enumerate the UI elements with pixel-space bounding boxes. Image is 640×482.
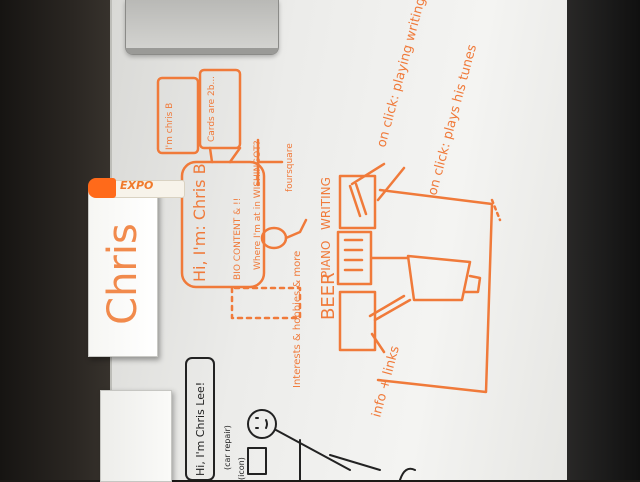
sketch-beer: BEER — [318, 272, 339, 320]
sketch-piano: PIANO — [319, 241, 333, 278]
info-card-one — [156, 76, 200, 155]
laptop-edge — [126, 48, 278, 54]
card-connector — [208, 146, 242, 164]
piano-keys — [343, 238, 364, 272]
black-tag: (icon) — [237, 457, 246, 480]
stick-face — [255, 417, 268, 429]
arrow-writing-two — [376, 166, 406, 202]
black-speech-bubble — [185, 357, 215, 480]
sketch-interests: Interests & hobbies & more — [292, 251, 303, 388]
laptop — [125, 0, 279, 55]
arrow-to-mug — [368, 294, 412, 322]
sketch-writing: WRITING — [319, 177, 333, 230]
stick-body — [275, 429, 381, 480]
black-icon-box — [247, 447, 267, 475]
foursquare-bracket — [256, 138, 284, 187]
sketch-foursquare: foursquare — [285, 143, 295, 192]
sketch-click-piano: on click: plays his tunes — [425, 43, 480, 197]
marker: EXPO — [88, 178, 185, 198]
arrow-links — [370, 332, 386, 354]
sketch-card-two: Cards are 2b... — [207, 76, 217, 142]
sketch-bio: BIO CONTENT & !! — [233, 198, 243, 280]
frame — [376, 188, 494, 394]
black-caption: (car repair) — [223, 425, 232, 470]
arrow-writing — [350, 162, 386, 186]
dashed-rect — [230, 286, 302, 320]
black-squiggle — [399, 467, 416, 480]
name-card-text: Chris — [100, 222, 146, 325]
greeting-box — [180, 160, 266, 289]
sketch-card-one: I'm chris B — [165, 103, 175, 150]
dark-wall-background — [560, 0, 640, 480]
sketch-greeting: Hi, I'm: Chris B — [190, 163, 209, 282]
marker-cap — [88, 178, 116, 198]
name-card: Chris — [88, 190, 158, 357]
pen-lines — [348, 182, 368, 218]
marker-label: EXPO — [120, 179, 154, 192]
card-holder — [100, 390, 172, 482]
beer-box — [338, 290, 377, 352]
location-pin — [260, 226, 288, 250]
info-card-two — [198, 68, 242, 150]
sketch-click-writing: on click: playing writing vid — [374, 0, 435, 149]
stick-head — [247, 409, 277, 439]
sketch-where: Where I'm at in WISHINGOT? — [253, 140, 263, 270]
black-speech-text: Hi, I'm Chris Lee! — [194, 382, 207, 476]
dashed-line — [490, 198, 502, 222]
pin-tail — [284, 218, 308, 240]
beer-mug — [406, 254, 482, 302]
writing-box — [338, 174, 377, 230]
